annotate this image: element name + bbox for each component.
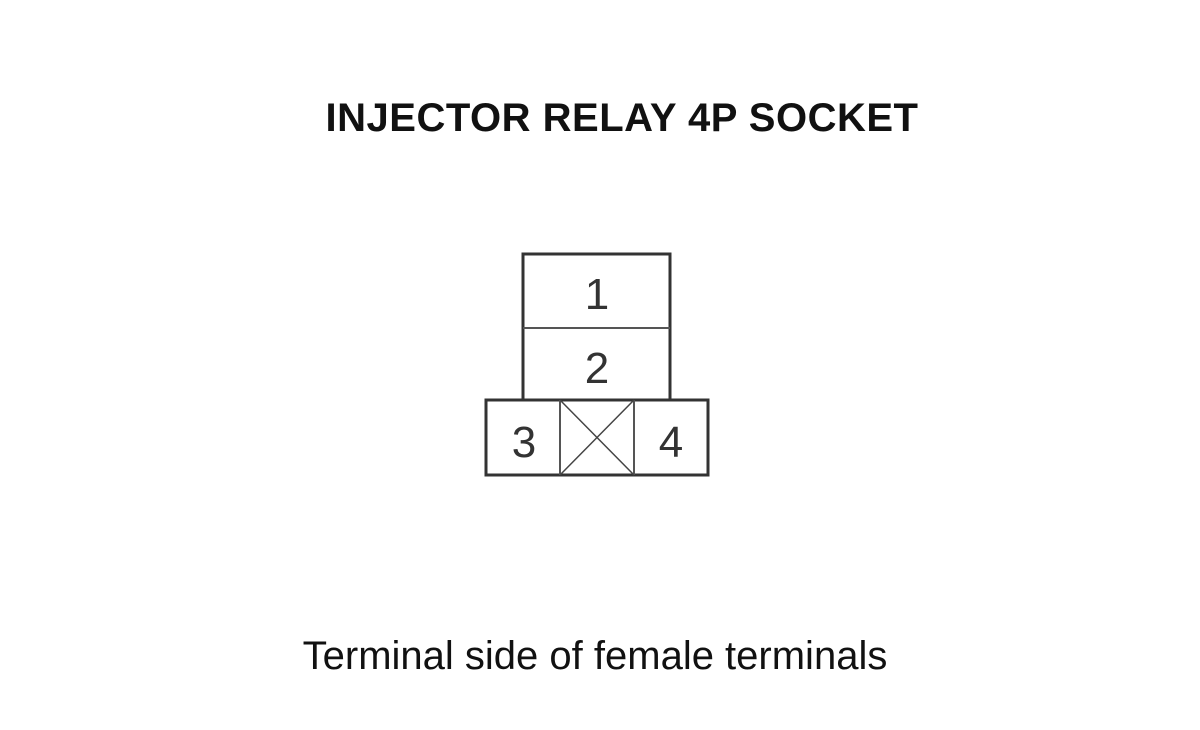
terminal-4-label: 4: [659, 418, 683, 467]
view-caption: Terminal side of female terminals: [302, 634, 888, 678]
lower-housing-outline: [484, 398, 710, 477]
terminal-1-label: 1: [585, 270, 609, 319]
unused-cavity-cross-icon: [559, 399, 635, 476]
terminal-2-label: 2: [585, 344, 609, 393]
terminal-3-label: 3: [512, 418, 536, 467]
diagram-title: INJECTOR RELAY 4P SOCKET: [325, 96, 919, 140]
